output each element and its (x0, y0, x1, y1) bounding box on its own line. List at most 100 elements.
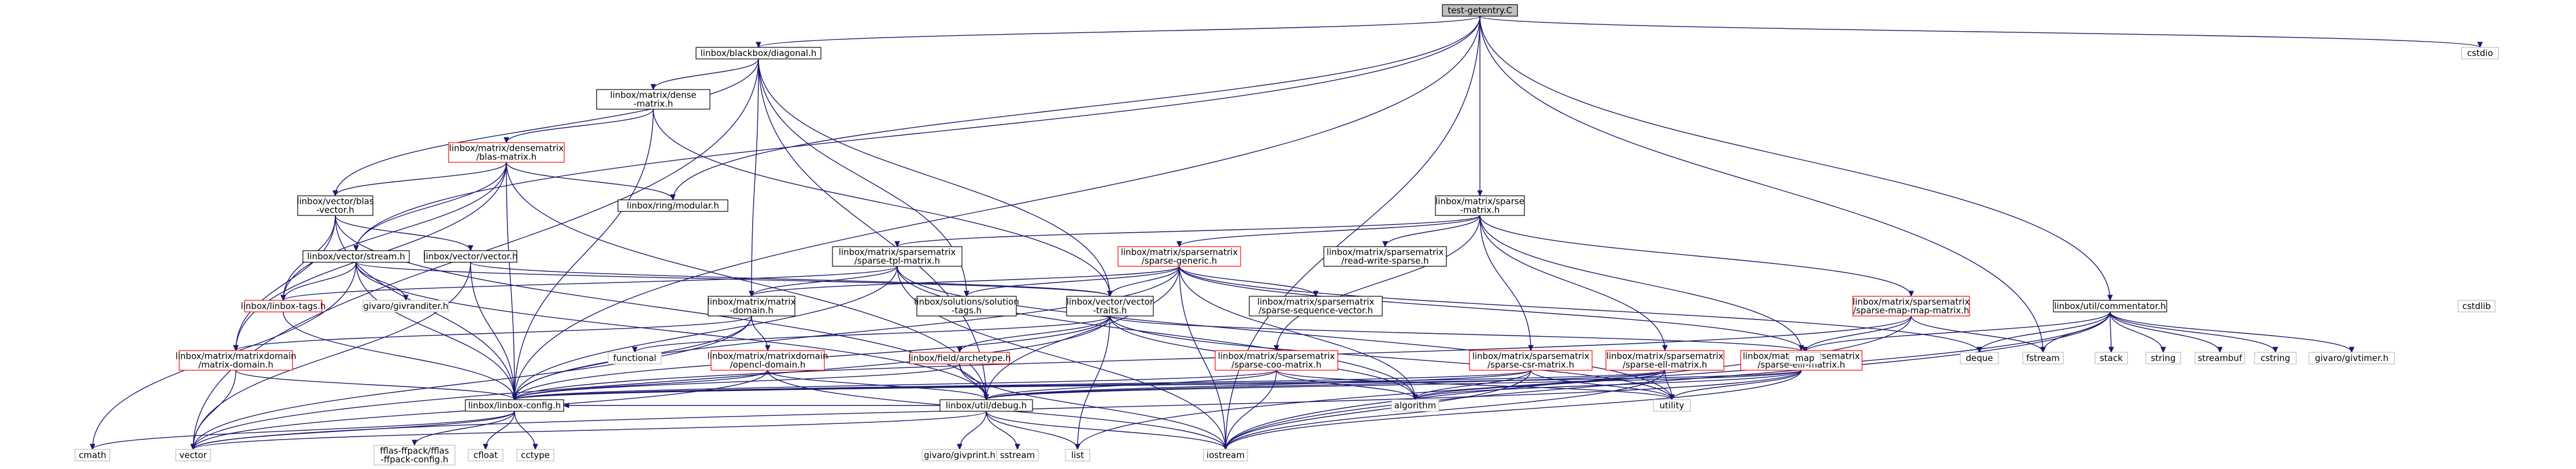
edge-vector_traits-to-map (1109, 315, 1808, 353)
node-cctype: cctype (516, 449, 554, 461)
node-map: map (1789, 352, 1821, 364)
node-vector: vector (175, 449, 211, 461)
node-box (1065, 449, 1090, 461)
edge-linbox_config-to-cmath (90, 411, 515, 451)
node-sparse-map-map[interactable]: linbox/matrix/sparsematrix/sparse-map-ma… (1852, 296, 1970, 317)
node-string: string (2145, 352, 2181, 364)
node-label: /sparse-generic.h (1142, 256, 1217, 266)
node-read-write-sparse[interactable]: linbox/matrix/sparsematrix/read-write-sp… (1323, 246, 1447, 267)
node-label: cfloat (473, 450, 498, 460)
node-label: sstream (1000, 450, 1035, 460)
node-label: cmath (79, 450, 106, 460)
node-box (1323, 246, 1447, 267)
node-sparse-csr[interactable]: linbox/matrix/sparsematrix/sparse-csr-ma… (1469, 350, 1593, 371)
graph-nodes: test-getentry.C linbox/blackbox/diagonal.… (75, 4, 2499, 466)
node-label: linbox/matrix/sparsematrix (1218, 351, 1335, 362)
node-label: /read-write-sparse.h (1341, 256, 1428, 266)
node-label: -tags.h (952, 306, 982, 316)
node-solution-tags[interactable]: linbox/solutions/solution-tags.h (914, 296, 1019, 317)
node-test-getentry[interactable]: test-getentry.C (1442, 4, 1518, 17)
edge-debug-to-list (986, 411, 1080, 451)
node-fflas-config: fflas-ffpack/fflas-ffpack-config.h (373, 445, 456, 466)
node-box (1203, 449, 1248, 461)
node-matrixdomain-matrix-domain[interactable]: linbox/matrix/matrixdomain/matrix-domain… (175, 350, 297, 371)
node-sparse-matrix[interactable]: linbox/matrix/sparse-matrix.h (1435, 195, 1525, 216)
node-label: linbox/util/commentator.h (2054, 301, 2166, 311)
node-blas-vector[interactable]: linbox/vector/blas-vector.h (297, 195, 374, 216)
node-box (362, 300, 449, 312)
node-blas-matrix[interactable]: linbox/matrix/densematrix/blas-matrix.h (448, 142, 565, 163)
node-sparse-tpl[interactable]: linbox/matrix/sparsematrix/sparse-tpl-ma… (832, 246, 963, 267)
node-label: -matrix.h (1460, 205, 1500, 215)
node-box (2308, 352, 2395, 364)
edge-commentator-to-cstring (2109, 311, 2278, 353)
node-label: cstdlib (2462, 301, 2490, 311)
node-cstring: cstring (2254, 352, 2297, 364)
node-vector-stream[interactable]: linbox/vector/stream.h (302, 250, 410, 263)
node-dense-matrix[interactable]: linbox/matrix/dense-matrix.h (596, 89, 710, 110)
node-diagonal[interactable]: linbox/blackbox/diagonal.h (695, 47, 821, 59)
node-label: linbox/matrix/sparsematrix (1257, 297, 1375, 307)
node-vector-vector[interactable]: linbox/vector/vector.h (423, 250, 518, 263)
node-box (916, 296, 1017, 317)
edge-sparse_generic-to-algorithm (1179, 266, 1418, 401)
node-matrix-domain[interactable]: linbox/matrix/matrix-domain.h (708, 296, 796, 317)
node-commentator[interactable]: linbox/util/commentator.h (2053, 300, 2167, 312)
node-box (244, 300, 323, 312)
node-label: -domain.h (730, 306, 773, 316)
node-box (1442, 4, 1518, 17)
node-label: linbox/solutions/solution (914, 297, 1019, 307)
node-box (596, 89, 710, 110)
node-box (2254, 352, 2297, 364)
edge-diagonal-to-debug (758, 58, 989, 401)
node-label: linbox/blackbox/diagonal.h (701, 48, 817, 58)
node-fstream: fstream (2022, 352, 2064, 364)
node-box (175, 449, 211, 461)
node-box (448, 142, 565, 163)
node-box (2022, 352, 2064, 364)
node-label: -traits.h (1093, 306, 1127, 316)
node-opencl-domain[interactable]: linbox/matrix/matrixdomain/opencl-domain… (707, 350, 828, 371)
node-sparse-sequence-vector[interactable]: linbox/matrix/sparsematrix/sparse-sequen… (1249, 296, 1383, 317)
edge-matrix_domain-to-opencl_domain (751, 315, 771, 352)
node-box (1469, 350, 1593, 371)
node-stack: stack (2094, 352, 2128, 364)
edge-vector_traits-to-archetype (957, 315, 1111, 353)
edge-blas_matrix-to-ring_modular (506, 162, 676, 201)
edge-debug-to-linbox_config (562, 403, 941, 408)
node-vector-traits[interactable]: linbox/vector/vector-traits.h (1066, 296, 1154, 317)
node-label: map (1795, 353, 1814, 363)
node-linbox-tags[interactable]: linbox/linbox-tags.h (240, 300, 326, 312)
edge-debug-to-sstream (986, 411, 1020, 451)
node-algorithm: algorithm (1391, 399, 1439, 412)
node-sparse-coo[interactable]: linbox/matrix/sparsematrix/sparse-coo-ma… (1215, 350, 1338, 371)
node-linbox-config[interactable]: linbox/linbox-config.h (465, 399, 564, 412)
edge-blas_matrix-to-blas_vector (332, 162, 507, 197)
node-debug[interactable]: linbox/util/debug.h (939, 399, 1033, 412)
node-givranditer: givaro/givranditer.h (362, 300, 449, 312)
node-box (2461, 47, 2499, 59)
node-label: cstring (2260, 353, 2290, 363)
node-sparse-ell[interactable]: linbox/matrix/sparsematrix/sparse-ell-ma… (1605, 350, 1724, 371)
node-box (695, 47, 821, 59)
node-label: vector (179, 450, 207, 460)
node-box (373, 445, 456, 466)
edge-sparse_ellr-to-utility (1669, 370, 1802, 401)
edge-blas_matrix-to-vector_stream (353, 162, 507, 252)
node-box (608, 352, 662, 364)
node-label: /sparse-coo-matrix.h (1231, 360, 1322, 370)
edge-sparse_tpl-to-linbox_tags (280, 266, 898, 302)
node-label: linbox/vector/blas (297, 196, 374, 207)
node-box (468, 449, 504, 461)
node-label: /sparse-ellr-matrix.h (1757, 360, 1845, 370)
graph-edges (90, 16, 2483, 451)
edge-debug-to-iostream (986, 411, 1228, 451)
node-archetype[interactable]: linbox/field/archetype.h (908, 352, 1011, 364)
node-label: linbox/matrix/sparsematrix (1853, 297, 1970, 307)
node-sparse-generic[interactable]: linbox/matrix/sparsematrix/sparse-generi… (1117, 246, 1241, 267)
node-deque: deque (1960, 352, 1999, 364)
node-label: linbox/matrix/sparsematrix (1327, 247, 1444, 258)
node-label: /sparse-map-map-matrix.h (1853, 306, 1970, 316)
node-label: /sparse-sequence-vector.h (1259, 306, 1373, 316)
node-ring-modular[interactable]: linbox/ring/modular.h (617, 199, 728, 212)
